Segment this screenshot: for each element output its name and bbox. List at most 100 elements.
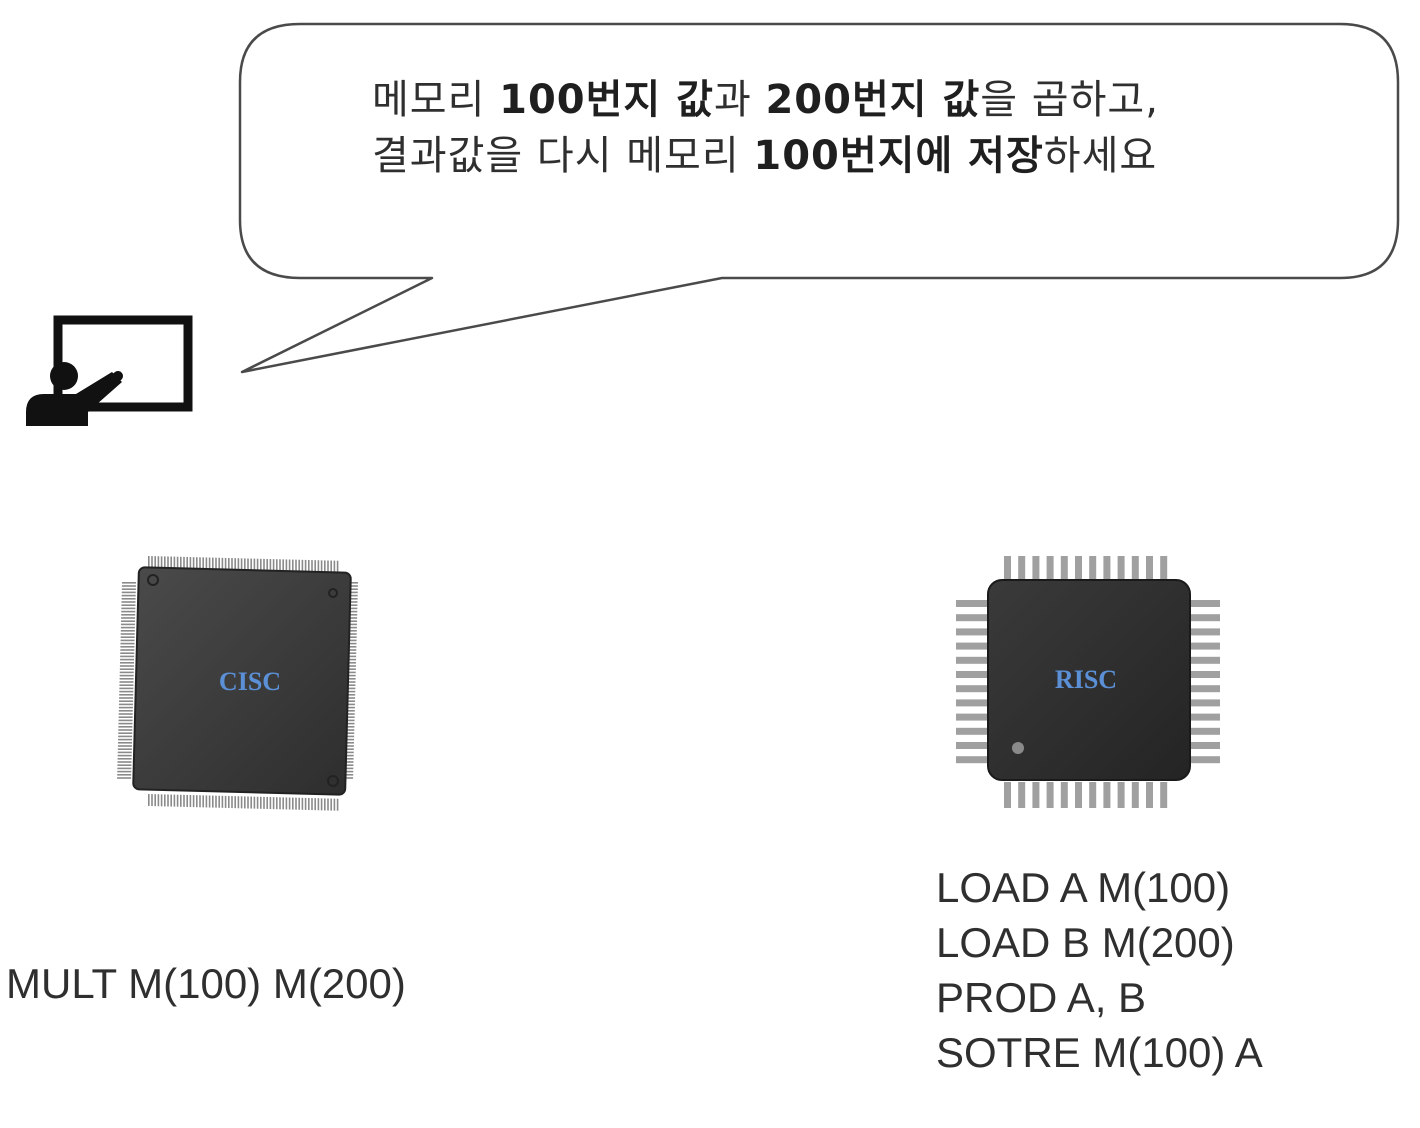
chip-pin <box>956 685 988 693</box>
chip-pin <box>118 706 133 709</box>
chip-pin <box>347 610 358 613</box>
chip-pin <box>202 795 204 808</box>
chip-pin <box>344 729 355 731</box>
chip-pin <box>173 556 176 571</box>
chip-pin <box>346 639 357 642</box>
chip-pin <box>346 623 357 626</box>
chip-pin <box>120 636 135 638</box>
chip-pin <box>301 797 304 810</box>
chip-pin <box>1004 782 1011 808</box>
chip-pin <box>117 751 132 754</box>
chip-pin <box>119 665 134 667</box>
chip-pin <box>276 797 278 810</box>
chip-pin <box>956 727 988 735</box>
chip-pin <box>1060 556 1068 580</box>
chip-pin <box>215 557 217 572</box>
chip-pin <box>117 764 132 766</box>
chip-pin <box>221 557 224 572</box>
chip-pin <box>263 558 265 573</box>
chip-pin <box>120 655 135 658</box>
chip-pin <box>120 626 135 629</box>
chip-pin <box>301 559 304 574</box>
chip-pin <box>343 758 354 760</box>
chip-pin <box>327 798 329 811</box>
chip-pin <box>118 729 133 731</box>
chip-pin <box>348 582 358 584</box>
cisc-instruction: MULT M(100) M(200) <box>6 960 406 1007</box>
chip-pin <box>121 610 136 613</box>
chip-pin <box>345 678 356 680</box>
chip-pin <box>956 614 988 622</box>
chip-pin <box>345 665 356 667</box>
chip-pin <box>330 560 332 575</box>
chip-pin <box>228 558 230 572</box>
chip-pin <box>282 559 284 574</box>
chip-pin <box>189 557 192 572</box>
chip-pin <box>295 559 297 574</box>
chip-pin <box>118 722 133 725</box>
chip-pin <box>157 794 160 807</box>
chip-pin <box>118 732 133 734</box>
chip-pin <box>292 559 294 574</box>
chip-pin <box>260 558 262 573</box>
chip-pin <box>346 649 357 651</box>
chip-pin <box>121 614 136 616</box>
bubble-line-2: 결과값을 다시 메모리 100번지에 저장하세요 <box>372 128 1352 184</box>
chip-pin <box>956 628 988 636</box>
chip-pin <box>1103 782 1111 808</box>
chip-pin <box>120 642 135 645</box>
chip-pin <box>1190 756 1220 764</box>
chip-pin <box>308 798 310 810</box>
chip-pin <box>347 617 358 619</box>
chip-pin <box>119 700 134 702</box>
chip-pin <box>151 556 153 571</box>
chip-pin <box>119 678 134 680</box>
chip-pin <box>196 557 198 572</box>
chip-pin <box>199 557 201 572</box>
chip-pin <box>343 774 354 776</box>
chip-pin <box>118 726 133 728</box>
chip-pin <box>344 738 355 741</box>
chip-pin <box>343 770 354 773</box>
bubble-text-segment: 메모리 <box>372 77 500 123</box>
chip-pin <box>276 559 278 574</box>
chip-pin <box>344 703 355 706</box>
chip-pin <box>221 795 224 808</box>
chip-pin <box>164 556 166 571</box>
chip-pin <box>346 642 357 645</box>
chip-pin <box>345 700 356 702</box>
chip-pin <box>208 795 211 808</box>
chip-pin <box>253 796 256 809</box>
chip-pin <box>344 722 355 725</box>
chip-pin <box>122 582 136 584</box>
chip-pin <box>308 560 310 574</box>
chip-pin <box>345 674 356 677</box>
chip-pin <box>215 795 217 808</box>
chip-pin <box>121 585 136 587</box>
chip-pin <box>344 719 355 722</box>
chip-pin <box>1117 556 1125 580</box>
chip-pin <box>279 559 281 574</box>
chip-pin <box>347 601 358 603</box>
chip-pin <box>345 684 356 686</box>
chip-pin <box>956 742 988 749</box>
chip-pin <box>170 556 172 571</box>
chip-pin <box>247 796 249 809</box>
bubble-text-segment: 하세요 <box>1043 133 1158 179</box>
chip-pin <box>117 748 132 750</box>
chip-pin <box>224 557 227 572</box>
chip-pin <box>119 687 134 690</box>
chip-pin <box>118 716 133 718</box>
chip-pin <box>956 642 988 650</box>
chip-pin <box>344 732 355 734</box>
presenter-at-board-icon <box>26 315 193 426</box>
chip-pin <box>1018 782 1026 808</box>
chip-pin <box>167 556 169 571</box>
chip-pin <box>1032 782 1040 808</box>
chip-pin <box>1018 556 1026 580</box>
chip-pin <box>333 798 336 811</box>
chip-pin <box>346 655 357 658</box>
chip-pin <box>344 742 354 744</box>
chip-pin <box>117 754 132 757</box>
